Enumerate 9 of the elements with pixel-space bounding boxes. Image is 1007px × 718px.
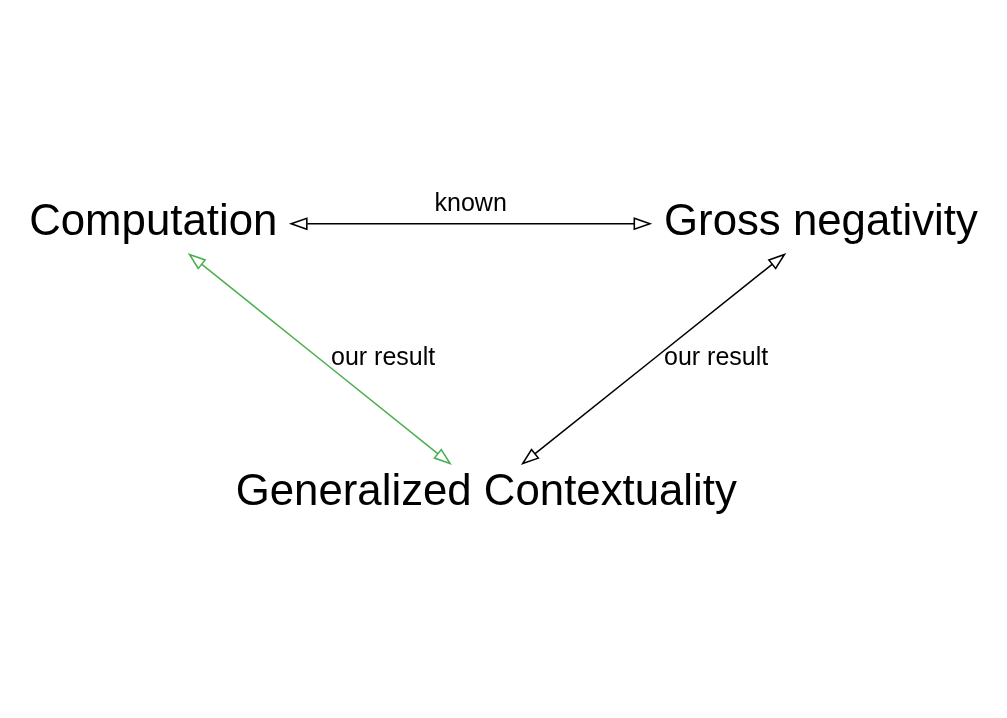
arrow: [520, 252, 787, 466]
edge-label: our result: [330, 341, 436, 370]
node-text: Generalized Contextuality: [235, 465, 737, 515]
arrow: [187, 252, 452, 466]
edge-label: known: [434, 187, 507, 216]
node-text: Computation: [29, 194, 278, 244]
node-text: Gross negativity: [664, 194, 978, 244]
edge-label: our result: [664, 341, 769, 370]
arrow: [288, 217, 653, 231]
